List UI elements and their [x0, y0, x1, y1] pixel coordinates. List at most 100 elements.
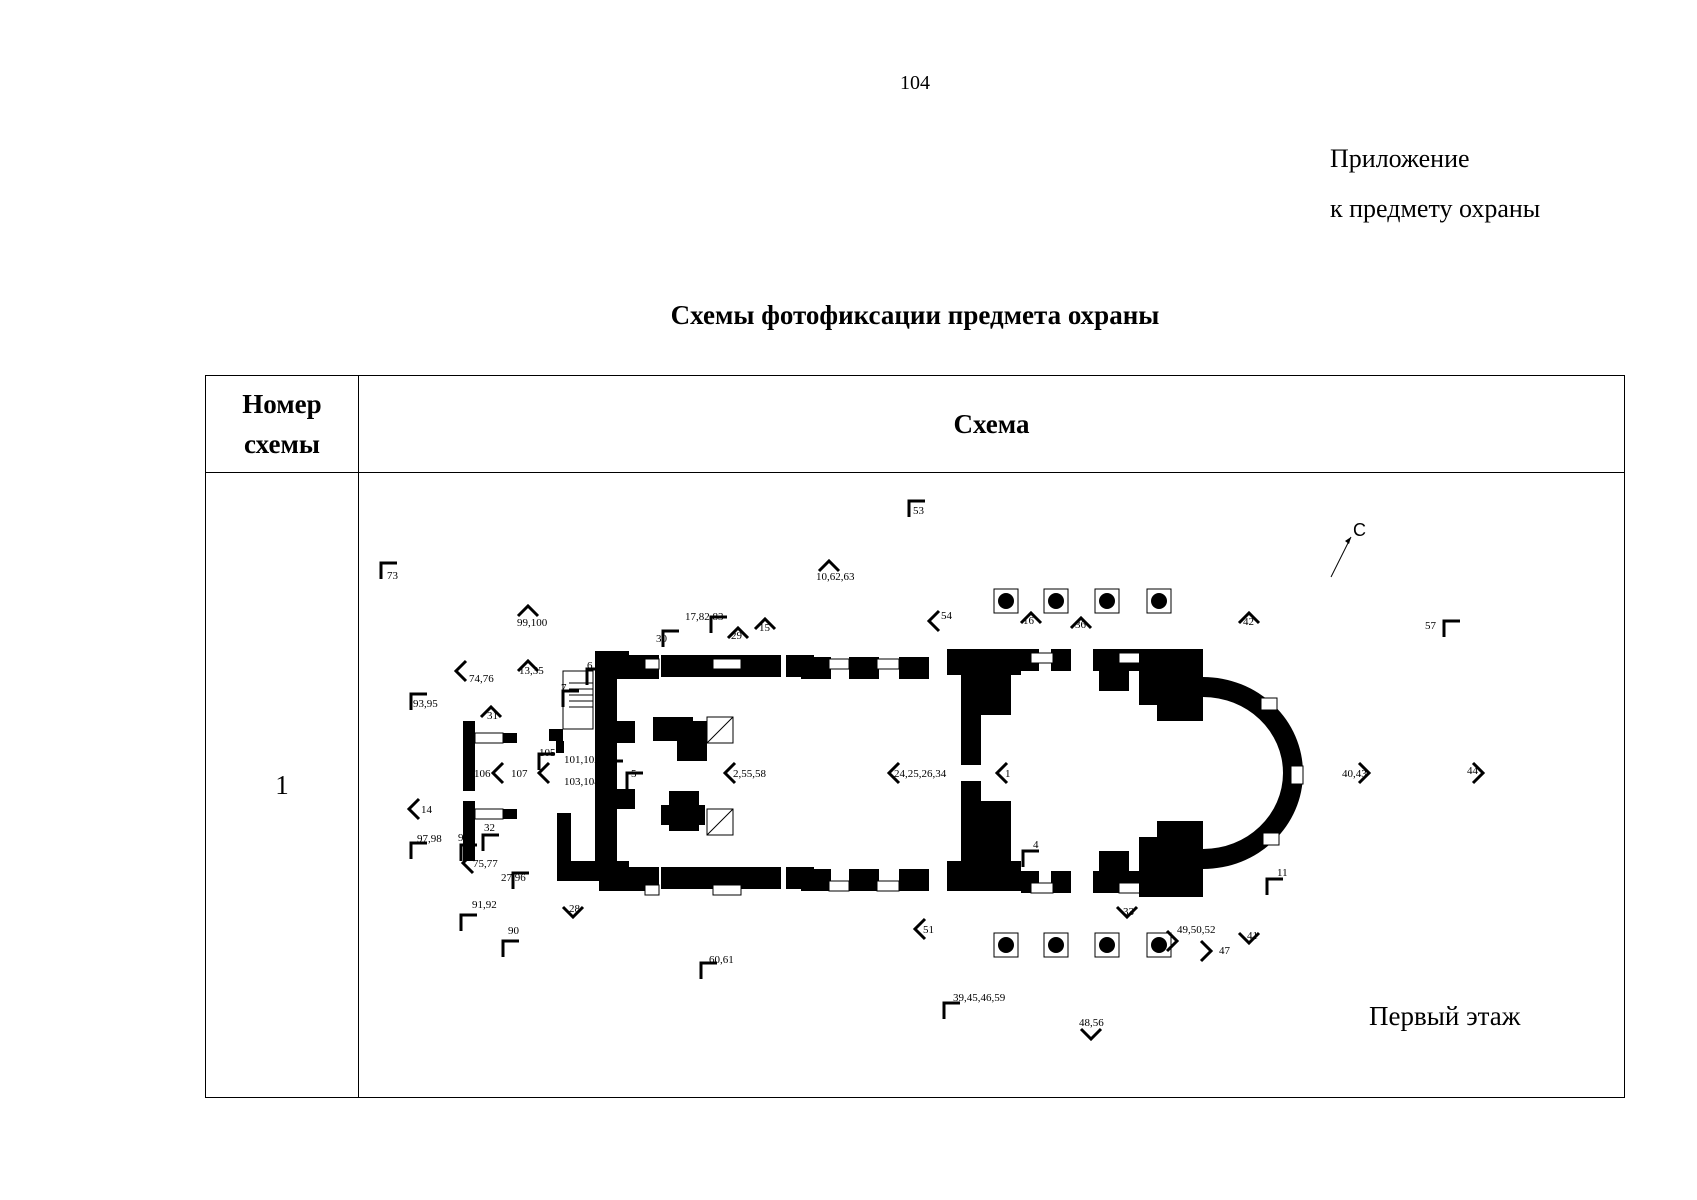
viewpoint-marker: [459, 843, 477, 861]
window: [828, 658, 850, 670]
viewpoint-label: 103,104: [564, 776, 600, 788]
viewpoint-label: 39,45,46,59: [953, 992, 1006, 1004]
viewpoint-marker: [886, 761, 901, 785]
compass-head: [1345, 537, 1351, 544]
viewpoint-label: 44: [1467, 765, 1479, 777]
wall: [731, 655, 781, 677]
window: [1118, 882, 1142, 894]
window: [712, 884, 742, 896]
viewpoint-marker: [1019, 610, 1043, 625]
wall: [595, 809, 617, 869]
viewpoint-marker: [453, 659, 468, 683]
viewpoint-marker: [585, 667, 603, 685]
scheme-number: 1: [205, 472, 359, 1098]
window: [474, 808, 504, 820]
apse: [1203, 677, 1303, 869]
viewpoint-marker: [605, 759, 623, 777]
viewpoint-label: 47: [1219, 945, 1231, 957]
wall: [731, 867, 781, 889]
viewpoint-label: 49,50,52: [1177, 924, 1216, 936]
viewpoint-marker: [912, 917, 927, 941]
viewpoint-marker: [753, 616, 777, 631]
column: [1151, 593, 1167, 609]
viewpoint-label: 33: [1123, 906, 1135, 918]
viewpoint-marker: [907, 499, 925, 517]
viewpoint-marker: [536, 761, 551, 785]
viewpoint-marker: [926, 609, 941, 633]
wall: [557, 813, 571, 869]
viewpoint-label: 30: [656, 633, 668, 645]
viewpoint-marker: [409, 841, 427, 859]
viewpoint-marker: [605, 739, 623, 757]
viewpoint-label: 106: [474, 768, 491, 780]
viewpoint-marker: [511, 871, 529, 889]
window: [876, 658, 900, 670]
viewpoint-label: 107: [511, 768, 528, 780]
viewpoint-marker: [1069, 615, 1093, 630]
viewpoint-label: 75,77: [473, 858, 498, 870]
wall: [899, 869, 929, 891]
wall: [1051, 871, 1071, 893]
annex-line-1: Приложение: [1330, 144, 1470, 173]
viewpoint-label: 29: [731, 630, 743, 642]
wall: [947, 649, 1021, 675]
viewpoint-label: 1: [1005, 768, 1011, 780]
viewpoint-marker: [481, 833, 499, 851]
window: [1118, 652, 1142, 664]
box-diag: [706, 716, 734, 744]
viewpoint-label: 60,61: [709, 954, 734, 966]
viewpoint-label: 4: [1033, 839, 1039, 851]
viewpoint-label: 7: [561, 682, 567, 694]
viewpoint-marker: [1079, 1027, 1103, 1042]
viewpoint-label: 94: [458, 832, 470, 844]
viewpoint-marker: [709, 615, 727, 633]
viewpoint-label: 5: [631, 768, 637, 780]
viewpoint-marker: [661, 629, 679, 647]
viewpoint-label: 24,25,26,34: [894, 768, 947, 780]
window: [1030, 882, 1054, 894]
wall: [556, 741, 564, 753]
window: [876, 880, 900, 892]
viewpoint-label: 27,96: [501, 872, 526, 884]
window: [474, 732, 504, 744]
column: [1099, 937, 1115, 953]
viewpoint-marker: [1021, 849, 1039, 867]
window: [828, 880, 850, 892]
viewpoint-marker: [459, 913, 477, 931]
viewpoint-marker: [994, 761, 1009, 785]
viewpoint-marker: [625, 771, 643, 789]
viewpoint-label: 48,56: [1079, 1017, 1104, 1029]
viewpoint-marker: [561, 905, 585, 920]
viewpoint-marker: [1237, 610, 1261, 625]
viewpoint-marker: [817, 558, 841, 573]
wall: [961, 715, 981, 765]
wall: [981, 831, 1011, 851]
viewpoint-marker: [1237, 931, 1261, 946]
viewpoint-marker: [699, 961, 717, 979]
viewpoint-marker: [1265, 877, 1283, 895]
viewpoint-label: 42: [1243, 616, 1254, 628]
compass-label: С: [1353, 520, 1366, 540]
wall: [1157, 821, 1203, 841]
viewpoint-label: 16: [1023, 615, 1035, 627]
viewpoint-label: 14: [421, 804, 433, 816]
window: [644, 658, 660, 670]
viewpoint-label: 10,62,63: [816, 571, 855, 583]
viewpoint-label: 105: [539, 747, 556, 759]
viewpoint-marker: [406, 797, 421, 821]
window: [1030, 652, 1054, 664]
window: [1262, 832, 1280, 846]
wall: [463, 801, 475, 861]
box-diag: [706, 808, 734, 836]
viewpoint-label: 36: [1075, 619, 1087, 631]
viewpoint-label: 99,100: [517, 617, 548, 629]
viewpoint-marker: [1199, 939, 1214, 963]
viewpoint-marker: [1115, 905, 1139, 920]
wall: [1051, 649, 1071, 671]
box: [706, 716, 734, 744]
wall: [801, 657, 831, 679]
viewpoint-marker: [1442, 619, 1460, 637]
wall: [801, 869, 831, 891]
viewpoint-label: 31: [487, 710, 498, 722]
